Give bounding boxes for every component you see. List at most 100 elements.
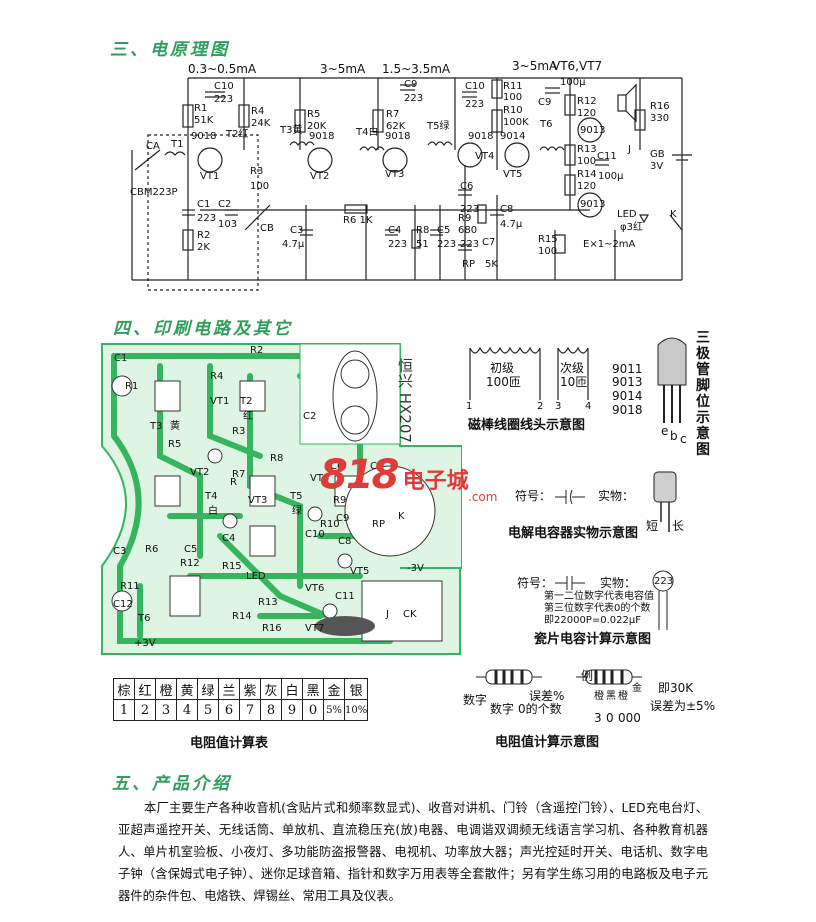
value-row: 1 2 3 4 5 6 7 8 9 0 5% 10%	[113, 699, 369, 721]
label-cbm: CBM223P	[130, 187, 178, 198]
label-r14: R14	[577, 169, 597, 180]
label-9018-b: 9018	[309, 131, 335, 142]
pcb-label-r5: R5	[168, 439, 182, 450]
pcb-label-vt7: VT7	[305, 623, 325, 634]
label-r11: R11	[503, 81, 523, 92]
ceramic-icon	[652, 570, 674, 630]
label-r3: R3	[250, 166, 264, 177]
label-r13: R13	[577, 144, 597, 155]
resistor-digit-1: 数字	[463, 693, 488, 707]
label-c2-value: 103	[218, 219, 238, 230]
resistor-example-label: 例：	[581, 669, 606, 683]
pcb-label-r14: R14	[232, 611, 252, 622]
label-r4: R4	[251, 106, 265, 117]
label-led-value: φ3红	[620, 222, 643, 233]
label-c9: C9	[404, 79, 418, 90]
value-cell: 6	[218, 699, 240, 721]
label-r8-value: 51	[416, 239, 429, 250]
coil-pin-3: 3	[555, 401, 562, 412]
pcb-label-r2: R2	[250, 345, 264, 356]
color-cell: 银	[343, 678, 369, 700]
pcb-label-r3: R3	[232, 426, 246, 437]
pcb-label-r: R	[230, 477, 237, 488]
label-j: J	[628, 144, 631, 155]
pcb-label-plus3v: +3V	[134, 638, 156, 649]
pcb-label-c1: C1	[114, 353, 128, 364]
label-ca: CA	[146, 141, 160, 152]
coil-pin-1: 1	[466, 401, 473, 412]
label-vt3: VT3	[385, 169, 405, 180]
value-cell: 9	[281, 699, 303, 721]
value-cell: 10%	[343, 699, 369, 721]
label-c10: C10	[214, 81, 234, 92]
pcb-label-r7: R7	[232, 469, 246, 480]
label-c1-value: 223	[197, 213, 217, 224]
band-value-1: 3	[594, 711, 602, 725]
transistor-model-3: 9014	[612, 389, 643, 403]
pcb-label-minus3v: -3V	[407, 563, 424, 574]
label-r14-value: 120	[577, 181, 597, 192]
coil-pin-2: 2	[537, 401, 544, 412]
color-cell: 绿	[197, 678, 219, 700]
value-cell: 4	[176, 699, 198, 721]
electrolytic-short: 短	[646, 519, 659, 533]
label-vt1: VT1	[200, 171, 220, 182]
current-label-1: 0.3~0.5mA	[188, 62, 257, 76]
color-row: 棕 红 橙 黄 绿 兰 紫 灰 白 黑 金 银	[113, 678, 369, 700]
label-r10: R10	[503, 105, 523, 116]
label-9018-a: 9018	[191, 131, 217, 142]
label-r4-value: 24K	[251, 118, 271, 129]
pcb-label-led: LED	[246, 571, 266, 582]
label-c10b: C10	[465, 81, 485, 92]
label-r12-value: 120	[577, 108, 597, 119]
ceramic-marking: 223	[654, 576, 674, 587]
band-value-2: 0	[606, 711, 614, 725]
color-cell: 灰	[260, 678, 282, 700]
pcb-label-vt2: VT2	[190, 467, 210, 478]
resistor-result: 即30K	[658, 681, 694, 695]
pcb-label-green: 绿	[292, 506, 302, 517]
pcb-label-c8: C8	[338, 536, 352, 547]
label-c6: C6	[460, 181, 474, 192]
pcb-label-rp: RP	[372, 519, 385, 530]
resistor-zeros: 0的个数	[518, 702, 562, 716]
label-9013-b: 9013	[580, 199, 606, 210]
label-r5-value: 20K	[307, 121, 327, 132]
pcb-label-t4: T4	[205, 491, 218, 502]
label-c8-value: 4.7μ	[500, 219, 523, 230]
section-heading-schematic: 三、电原理图	[110, 40, 230, 60]
coil-secondary: 次级	[560, 361, 585, 375]
pcb-label-c4: C4	[222, 533, 236, 544]
section-heading-pcb: 四、印刷电路及其它	[113, 319, 293, 339]
band-value-3: 000	[618, 711, 641, 725]
pcb-label-c9: C9	[336, 513, 350, 524]
label-r13-value: 100	[577, 156, 597, 167]
label-c4-value: 223	[388, 239, 408, 250]
label-9013-a: 9013	[580, 125, 606, 136]
ceramic-note-3: 即22000P=0.022μF	[544, 615, 641, 626]
band-orange-1: 橙	[594, 691, 604, 702]
transistor-model-1: 9011	[612, 362, 643, 376]
pcb-label-c12: C12	[113, 599, 133, 610]
pcb-label-j: J	[386, 609, 389, 620]
coil-diagram	[469, 346, 589, 400]
label-r15-value: 100	[538, 246, 558, 257]
label-r11-value: 100	[503, 92, 523, 103]
current-label-4: 3~5mA	[512, 59, 558, 73]
pcb-label-r15: R15	[222, 561, 242, 572]
label-r10-value: 100K	[503, 117, 529, 128]
value-cell: 2	[134, 699, 156, 721]
value-cell: 5%	[323, 699, 345, 721]
label-k: K	[670, 209, 677, 220]
pcb-label-r10: R10	[320, 519, 340, 530]
value-cell: 5	[197, 699, 219, 721]
color-cell: 金	[323, 678, 345, 700]
label-c1: C1	[197, 199, 211, 210]
pin-c: c	[680, 432, 687, 446]
label-9018-d: 9018	[468, 131, 494, 142]
label-c10-value: 223	[214, 94, 234, 105]
label-r7-value: 62K	[386, 121, 406, 132]
value-cell: 3	[155, 699, 177, 721]
value-cell: 0	[302, 699, 324, 721]
watermark-text: 电子城	[402, 469, 469, 494]
